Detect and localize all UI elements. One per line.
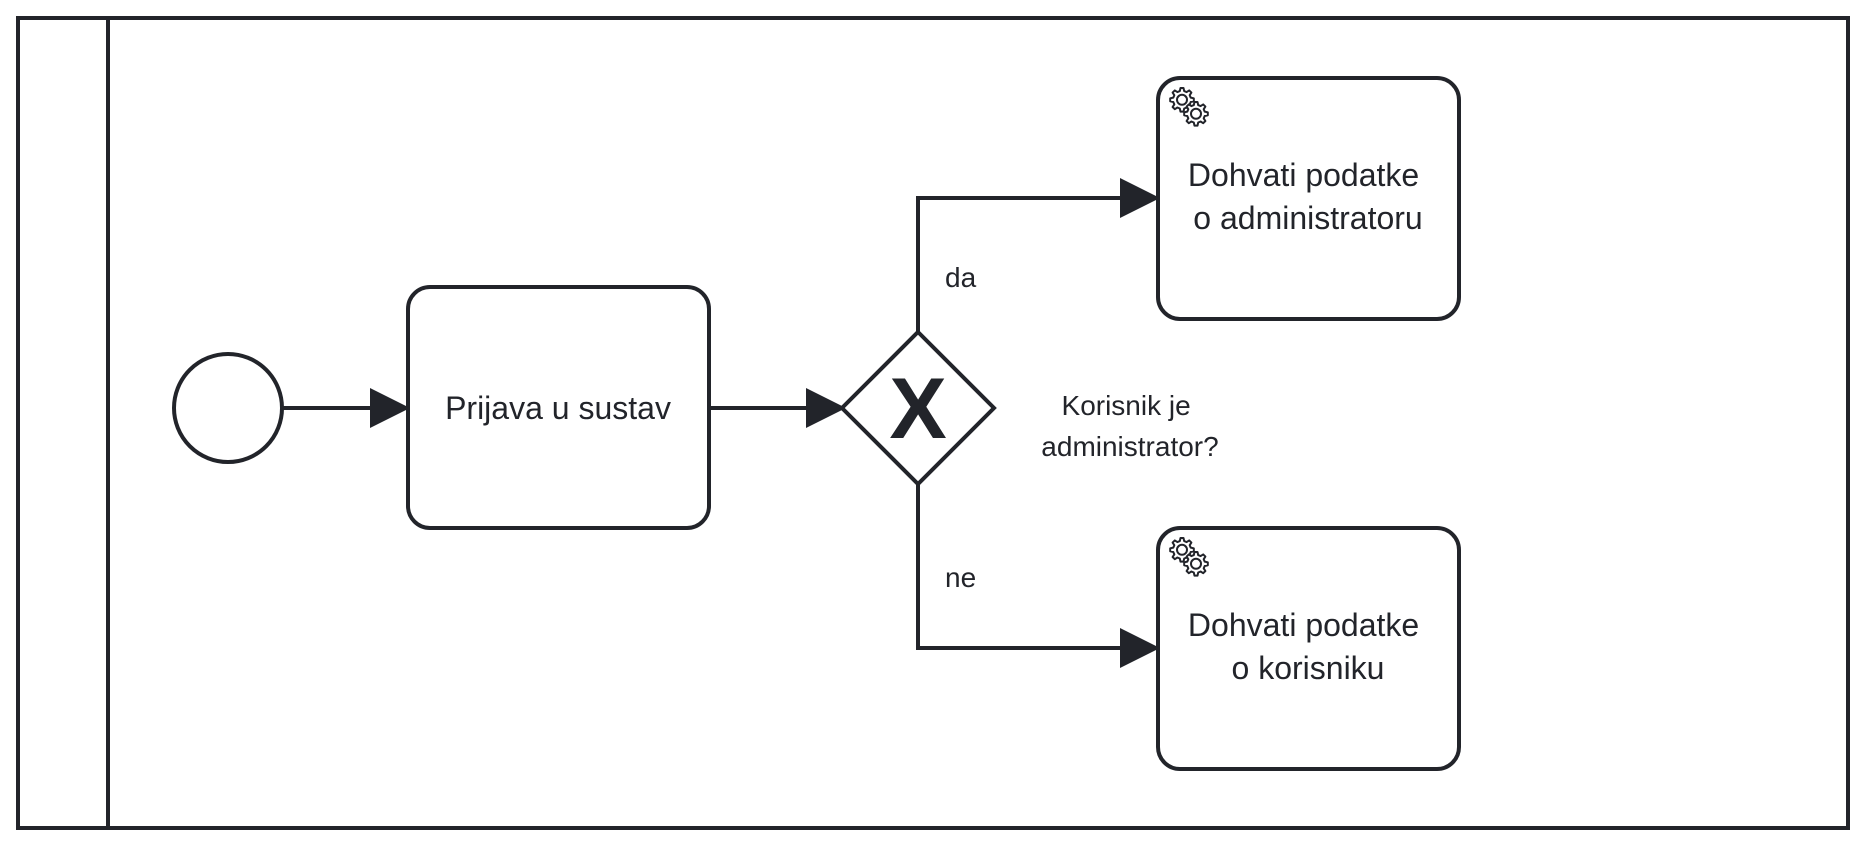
task-fetch-admin-box	[1156, 76, 1461, 321]
start-event[interactable]	[172, 352, 284, 464]
task-fetch-admin-line-2: o administratoru	[1193, 200, 1422, 236]
flow-label-no: ne	[945, 562, 976, 593]
gateway-label-line-2: administrator?	[1041, 431, 1218, 462]
gateway-x-marker: X	[889, 361, 946, 457]
flow-gateway-to-admin[interactable]	[916, 178, 1160, 332]
sequence-flows	[282, 178, 1160, 668]
task-fetch-user[interactable]: Dohvati podatke o korisniku	[1156, 526, 1461, 771]
flow-label-yes: da	[945, 262, 977, 293]
gateway-label: Korisnik je administrator?	[1041, 390, 1218, 462]
gateway-diamond	[839, 329, 997, 487]
task-fetch-admin-line-1: Dohvati podatke	[1188, 157, 1419, 193]
flow-gateway-to-user[interactable]	[916, 484, 1160, 668]
task-fetch-admin[interactable]: Dohvati podatke o administratoru	[1156, 76, 1461, 321]
task-fetch-user-line-1: Dohvati podatke	[1188, 607, 1419, 643]
exclusive-gateway[interactable]: X	[839, 329, 997, 487]
gateway-label-line-1: Korisnik je	[1062, 390, 1191, 421]
task-fetch-user-line-2: o korisniku	[1232, 650, 1385, 686]
task-login[interactable]: Prijava u sustav	[406, 285, 711, 530]
task-login-box	[406, 285, 711, 530]
task-fetch-admin-label: Dohvati podatke o administratoru	[1188, 157, 1428, 236]
task-fetch-user-label: Dohvati podatke o korisniku	[1188, 607, 1428, 686]
task-login-label: Prijava u sustav	[445, 390, 671, 426]
task-fetch-user-box	[1156, 526, 1461, 771]
